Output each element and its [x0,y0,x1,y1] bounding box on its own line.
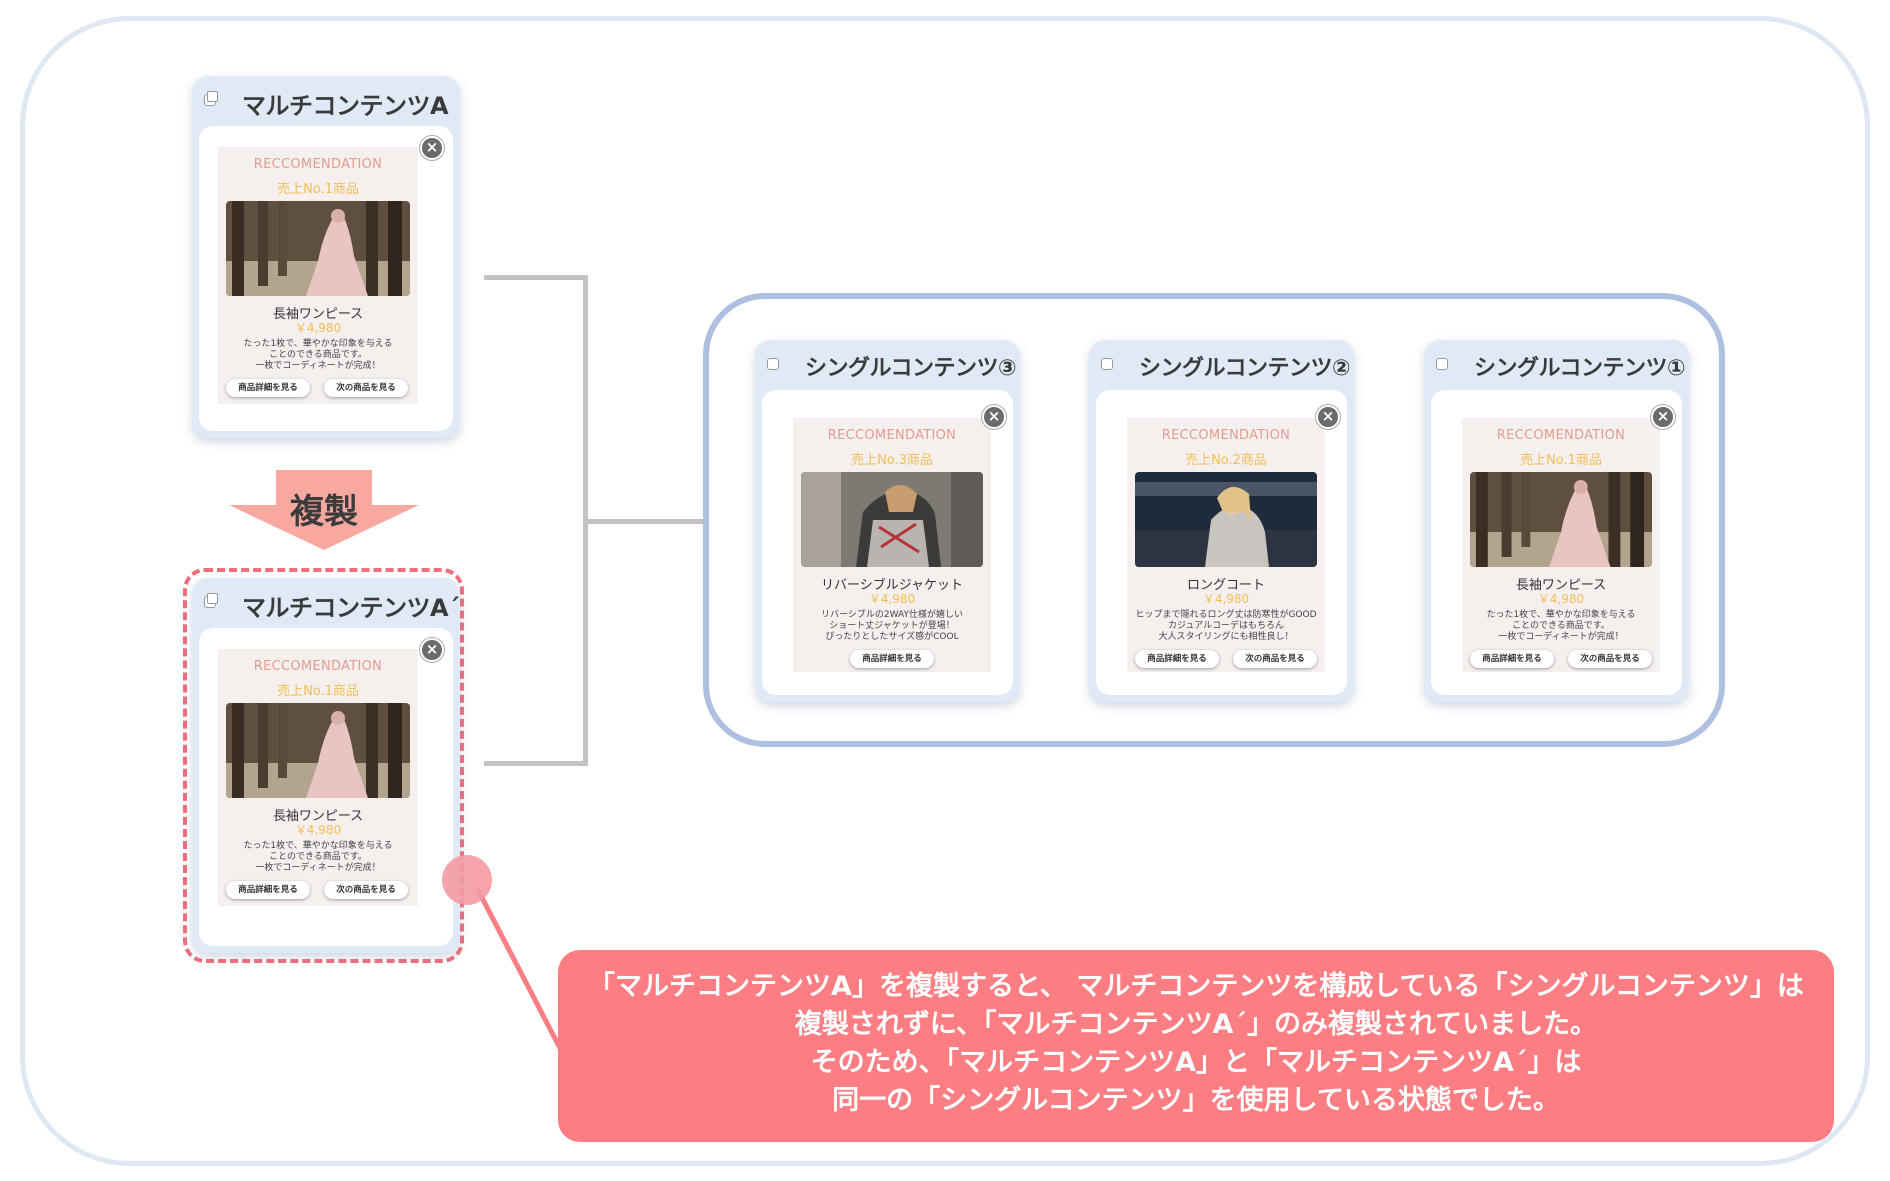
rank-label: 売上No.3商品 [851,453,933,468]
window-body: RECCOMENDATION 売上No.2商品 ロングコート ￥4,980 ヒッ… [1096,390,1347,695]
window-body: RECCOMENDATION 売上No.1商品 長袖ワンピース ￥4,980 [1431,390,1682,695]
window-titlebar: シングルコンテンツ① [1424,340,1689,390]
recommend-card: RECCOMENDATION 売上No.1商品 長袖ワンピース ￥4,980 [1462,418,1660,672]
detail-button[interactable]: 商品詳細を見る [226,379,310,397]
window-title: マルチコンテンツA [242,92,449,120]
close-icon[interactable]: × [1316,405,1340,429]
next-button[interactable]: 次の商品を見る [324,379,408,397]
product-description: リバーシブルの2WAY仕様が嬉しいショート丈ジャケットが登場！ぴったりとしたサイ… [821,610,963,642]
product-price: ￥4,980 [1202,592,1250,606]
explanation-callout: 「マルチコンテンツA」を複製すると、 マルチコンテンツを構成している「シングルコ… [558,950,1834,1142]
square-icon [1101,358,1113,370]
copy-icon [204,91,218,106]
single-content-3[interactable]: シングルコンテンツ③ RECCOMENDATION 売上No.3商品 リバーシブ… [755,340,1020,702]
close-icon[interactable]: × [1651,405,1675,429]
window-titlebar: マルチコンテンツA´ [192,578,460,628]
duplicate-label: 複製 [290,492,358,532]
callout-line: 同一の「シングルコンテンツ」を使用している状態でした。 [832,1085,1560,1116]
close-icon[interactable]: × [982,405,1006,429]
rank-label: 売上No.1商品 [277,684,359,699]
detail-button[interactable]: 商品詳細を見る [850,650,934,668]
product-photo [226,703,410,798]
close-icon[interactable]: × [420,136,444,160]
callout-marker [442,855,492,905]
callout-line: 「マルチコンテンツA」を複製すると、 マルチコンテンツを構成している「シングルコ… [588,971,1804,1002]
window-body: RECCOMENDATION 売上No.1商品 長袖ワンピース ￥4,980 [199,126,453,431]
detail-button[interactable]: 商品詳細を見る [226,881,310,899]
recommend-header: RECCOMENDATION [1161,428,1291,443]
duplicate-arrow [229,470,419,550]
product-name: ロングコート [1186,578,1265,593]
callout-line: 複製されずに、「マルチコンテンツA´」のみ複製されていました。 [794,1009,1598,1040]
product-photo [801,472,983,567]
recommend-card: RECCOMENDATION 売上No.1商品 長袖ワンピース ￥4,980 [218,147,418,404]
connector-horizontal [588,519,703,524]
connector-bottom [484,761,588,766]
product-photo [1135,472,1317,567]
window-title: シングルコンテンツ① [1474,356,1686,381]
detail-button[interactable]: 商品詳細を見る [1135,650,1219,668]
product-name: 長袖ワンピース [272,809,364,824]
copy-icon [204,593,218,608]
product-name: 長袖ワンピース [1515,578,1607,593]
detail-button[interactable]: 商品詳細を見る [1470,650,1554,668]
recommend-card: RECCOMENDATION 売上No.1商品 長袖ワンピース ￥4,980 [218,649,418,906]
recommend-header: RECCOMENDATION [253,157,383,172]
next-button[interactable]: 次の商品を見る [1568,650,1652,668]
window-body: RECCOMENDATION 売上No.3商品 リバーシブルジャケット ￥4,9… [762,390,1013,695]
multi-content-a-copy[interactable]: マルチコンテンツA´ RECCOMENDATION 売上No.1商品 長袖ワンピ [192,578,460,953]
recommend-card: RECCOMENDATION 売上No.3商品 リバーシブルジャケット ￥4,9… [793,418,991,672]
rank-label: 売上No.1商品 [277,182,359,197]
product-price: ￥4,980 [1537,592,1585,606]
product-description: たった1枚で、華やかな印象を与えることのできる商品です。一枚でコーディネートが完… [1486,610,1636,642]
close-icon[interactable]: × [420,638,444,662]
product-name: 長袖ワンピース [272,307,364,322]
product-description: たった1枚で、華やかな印象を与えることのできる商品です。一枚でコーディネートが完… [243,339,393,371]
window-titlebar: シングルコンテンツ② [1089,340,1354,390]
product-photo [1470,472,1652,567]
recommend-header: RECCOMENDATION [1496,428,1626,443]
highlight-dashed-border [183,568,464,963]
window-body: RECCOMENDATION 売上No.1商品 長袖ワンピース ￥4,980 [199,628,453,946]
square-icon [767,358,779,370]
recommend-header: RECCOMENDATION [827,428,957,443]
next-button[interactable]: 次の商品を見る [324,881,408,899]
next-button[interactable]: 次の商品を見る [1233,650,1317,668]
callout-line: そのため、「マルチコンテンツA」と「マルチコンテンツA´」は [810,1047,1582,1078]
recommend-card: RECCOMENDATION 売上No.2商品 ロングコート ￥4,980 ヒッ… [1127,418,1325,672]
single-content-1[interactable]: シングルコンテンツ① RECCOMENDATION 売上No.1商品 長袖ワンピ [1424,340,1689,702]
product-photo [226,201,410,296]
connector-vertical [583,275,588,766]
single-content-2[interactable]: シングルコンテンツ② RECCOMENDATION 売上No.2商品 ロングコー… [1089,340,1354,702]
multi-content-a[interactable]: マルチコンテンツA RECCOMENDATION 売上No.1商品 長袖ワンピー [192,76,460,438]
product-name: リバーシブルジャケット [820,578,964,593]
product-price: ￥4,980 [868,592,916,606]
product-description: たった1枚で、華やかな印象を与えることのできる商品です。一枚でコーディネートが完… [243,841,393,873]
recommend-header: RECCOMENDATION [253,659,383,674]
rank-label: 売上No.2商品 [1185,453,1267,468]
product-price: ￥4,980 [294,823,342,837]
square-icon [1436,358,1448,370]
connector-top [484,275,588,280]
rank-label: 売上No.1商品 [1520,453,1602,468]
window-title: シングルコンテンツ③ [805,356,1017,381]
product-price: ￥4,980 [294,321,342,335]
window-title: シングルコンテンツ② [1139,356,1351,381]
window-titlebar: シングルコンテンツ③ [755,340,1020,390]
window-title: マルチコンテンツA´ [242,594,460,622]
window-titlebar: マルチコンテンツA [192,76,460,126]
